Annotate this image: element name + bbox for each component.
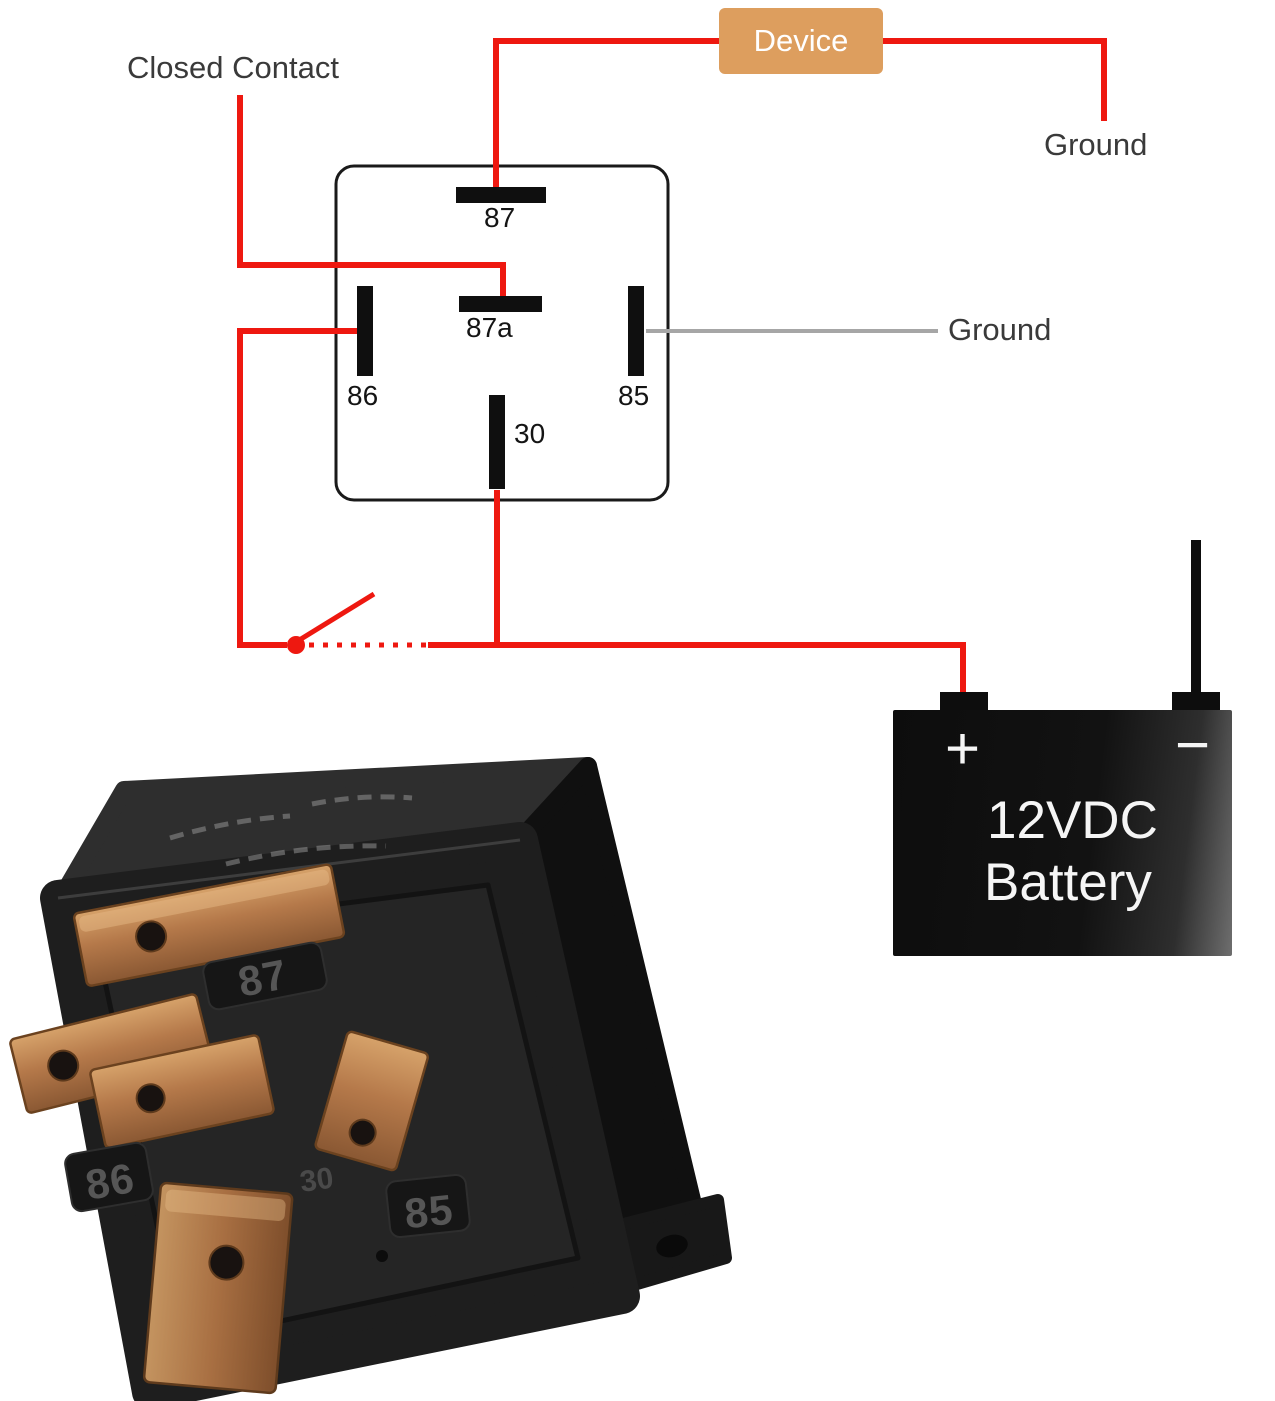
battery-voltage-label: 12VDC xyxy=(987,791,1158,850)
pin-87-bar xyxy=(456,187,546,203)
switch-blade xyxy=(299,591,376,642)
ground-top-label: Ground xyxy=(1044,127,1148,162)
battery-minus-sign: − xyxy=(1175,711,1211,778)
relay-top-edge-highlight xyxy=(57,838,521,900)
wire-switch-to-battery xyxy=(428,642,966,703)
closed-contact-label: Closed Contact xyxy=(127,50,339,85)
relay-face-dot xyxy=(376,1250,388,1262)
pin-85-bar xyxy=(628,286,644,376)
embossed-30-label: 30 xyxy=(298,1162,336,1199)
terminal-30-blade xyxy=(142,1181,294,1395)
pin-86-label: 86 xyxy=(347,380,379,411)
embossed-87-label: 87 xyxy=(234,950,291,1005)
terminal-85-blade xyxy=(314,1030,429,1172)
pin-30-label: 30 xyxy=(514,418,546,449)
device-label: Device xyxy=(753,23,849,58)
embossed-85-label: 85 xyxy=(402,1186,455,1238)
pin-30-bar xyxy=(489,395,505,489)
wire-device-to-pin87 xyxy=(493,38,721,189)
battery: + − 12VDC Battery xyxy=(893,710,1232,956)
switch-pivot-dot xyxy=(287,636,305,654)
relay-top-marking xyxy=(169,794,413,867)
pin-87-label: 87 xyxy=(484,202,516,233)
relay-photo: 87 86 85 30 xyxy=(9,757,732,1401)
ground-right-label: Ground xyxy=(948,312,1052,347)
battery-plus-sign: + xyxy=(945,715,981,782)
battery-name-label: Battery xyxy=(984,853,1152,912)
pin-87a-label: 87a xyxy=(466,312,513,343)
terminal-center xyxy=(89,1034,275,1149)
terminal-85 xyxy=(314,1030,429,1172)
pin-85-label: 85 xyxy=(618,380,650,411)
pin-86-bar xyxy=(357,286,373,376)
plate-85 xyxy=(385,1173,471,1239)
device-box: Device xyxy=(719,8,883,74)
terminal-30 xyxy=(142,1181,294,1395)
wire-closed-contact-to-pin87a xyxy=(237,95,506,298)
battery-plus-post xyxy=(940,692,988,712)
terminal-85-hole xyxy=(348,1118,377,1147)
terminal-center-blade xyxy=(89,1034,275,1149)
terminal-center-hole xyxy=(135,1083,166,1114)
wire-device-to-ground xyxy=(881,38,1107,121)
terminal-87 xyxy=(72,863,346,987)
terminal-87-highlight xyxy=(79,869,330,932)
mount-tab-hole xyxy=(656,1234,688,1258)
pin-87a-bar xyxy=(459,296,542,312)
embossed-86-label: 86 xyxy=(82,1154,138,1209)
terminal-30-highlight xyxy=(165,1189,286,1222)
wire-pin86-to-switch xyxy=(237,328,365,648)
terminal-87-hole xyxy=(135,920,168,953)
plate-86 xyxy=(64,1141,154,1213)
terminal-30-hole xyxy=(208,1244,245,1281)
plate-87 xyxy=(202,941,328,1011)
terminal-86-hole xyxy=(47,1049,80,1082)
